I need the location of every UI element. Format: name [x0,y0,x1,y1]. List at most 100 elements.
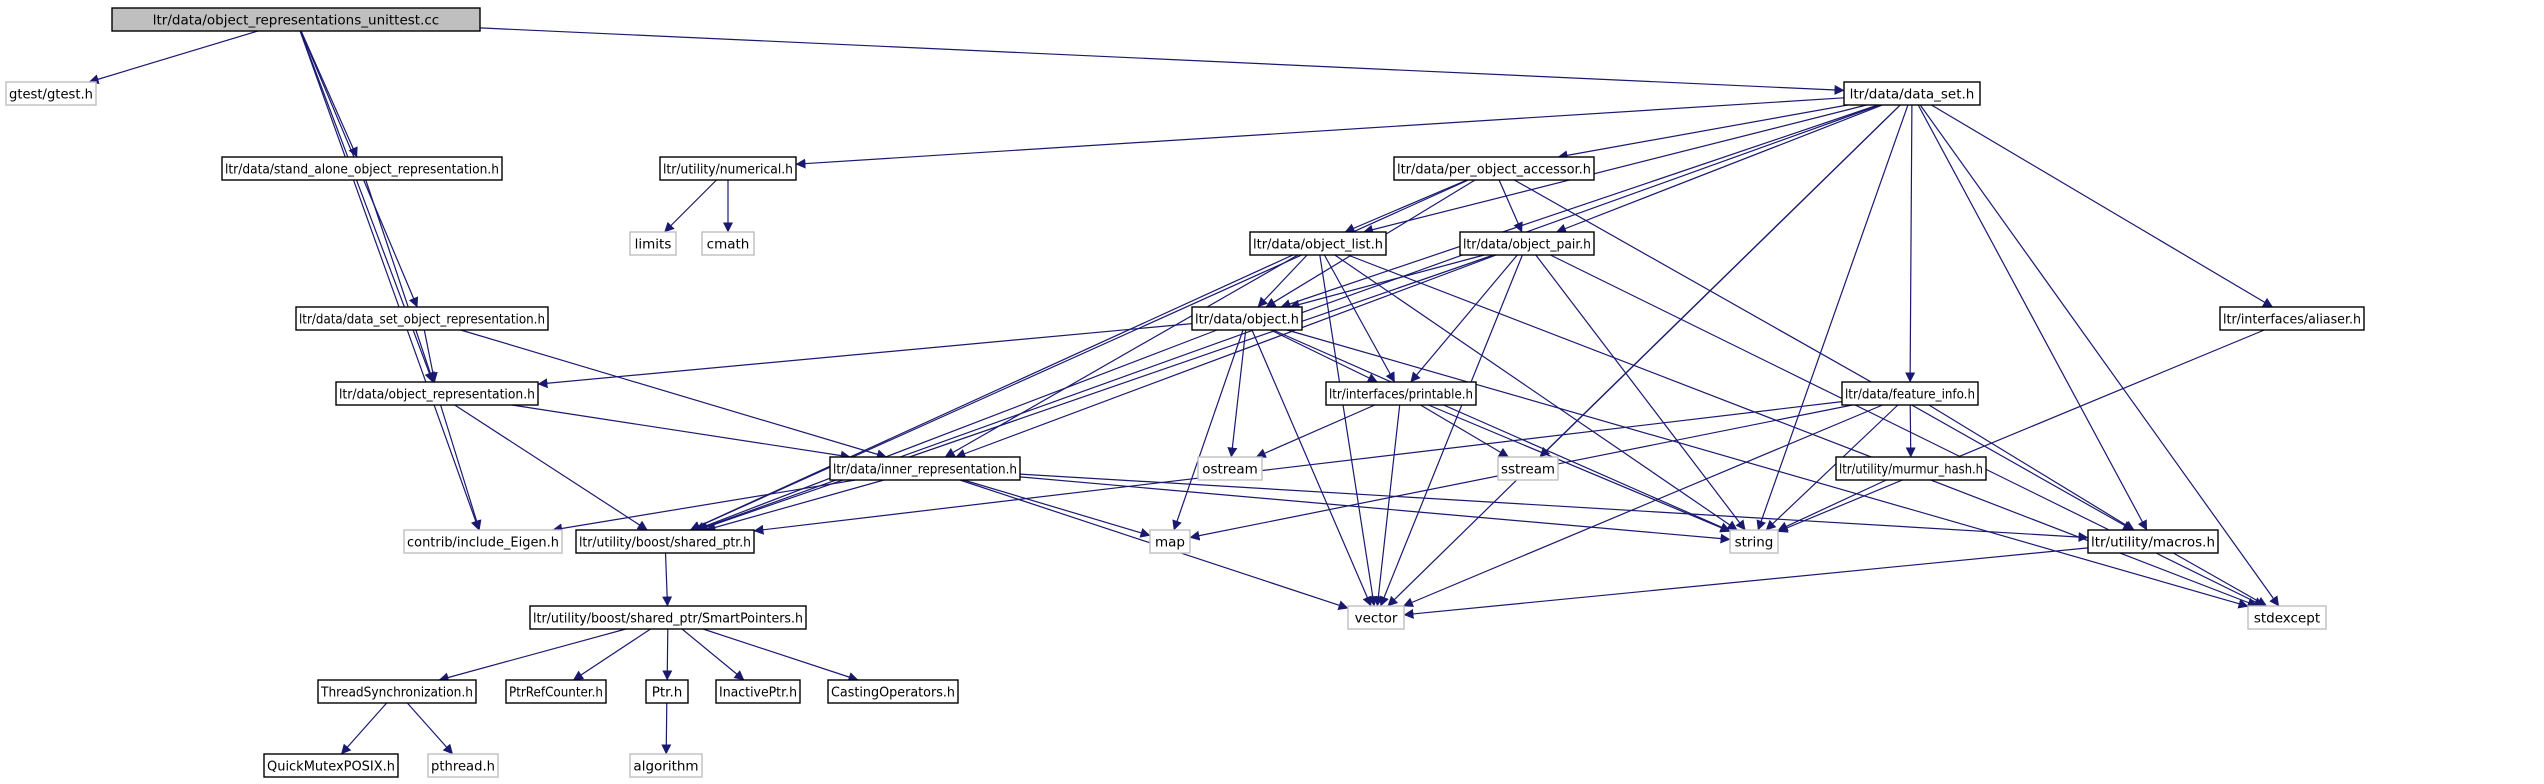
node-data-set[interactable]: ltr/data/data_set.h [1843,81,1981,106]
node-per-object[interactable]: ltr/data/per_object_accessor.h [1393,156,1595,181]
edge-ptr-to-algorithm [661,702,672,755]
edge-per_object-to-object_list [1344,179,1468,233]
node-object-list[interactable]: ltr/data/object_list.h [1249,231,1387,256]
node-box [2087,529,2219,554]
node-shared-ptr[interactable]: ltr/utility/boost/shared_ptr.h [575,529,755,554]
edge-numerical-to-limits [664,179,717,233]
edge-thread_sync-to-pthread [406,702,454,755]
edge-stand_alone-to-object_rep [365,179,435,383]
node-object[interactable]: ltr/data/object.h [1191,306,1303,331]
node-map[interactable]: map [1149,529,1191,554]
edge-object_pair-to-object [1289,254,1485,310]
node-quick-mutex[interactable]: QuickMutexPOSIX.h [263,753,399,778]
edge-object-to-map [1172,329,1244,531]
edge-root-to-stand_alone [300,30,358,158]
edge-object_pair-to-inner_rep [955,254,1497,459]
node-ostream[interactable]: ostream [1197,456,1263,481]
node-smart-pointers[interactable]: ltr/utility/boost/shared_ptr/SmartPointe… [529,605,807,630]
node-algorithm[interactable]: algorithm [629,753,703,778]
edge-smart_pointers-to-ptr [662,628,673,681]
edge-object-to-stdexcept [1286,329,2249,609]
node-label: ltr/data/object_representations_unittest… [153,13,439,29]
node-thread-sync[interactable]: ThreadSynchronization.h [317,679,477,704]
node-label: limits [635,237,672,253]
node-cmath[interactable]: cmath [701,231,755,256]
node-label: ltr/data/object_pair.h [1463,237,1591,253]
node-murmur[interactable]: ltr/utility/murmur_hash.h [1835,456,1987,481]
node-object-pair[interactable]: ltr/data/object_pair.h [1459,231,1595,256]
edge-per_object-to-object_pair [1498,179,1523,233]
edge-object-to-ostream [1227,329,1247,458]
node-string[interactable]: string [1729,529,1779,554]
edge-printable-to-vector [1373,404,1401,607]
node-ptr-ref-counter[interactable]: PtrRefCounter.h [505,679,607,704]
edge-object_list-to-vector [1319,254,1378,607]
node-box [295,306,549,331]
node-label: QuickMutexPOSIX.h [267,759,395,775]
node-macros[interactable]: ltr/utility/macros.h [2087,529,2219,554]
node-box [1729,529,1779,554]
node-aliaser[interactable]: ltr/interfaces/aliaser.h [2219,306,2365,331]
node-label: ltr/utility/boost/shared_ptr/SmartPointe… [533,611,803,627]
edge-smart_pointers-to-casting_ops [702,628,859,682]
edge-data_set-to-numerical [795,97,1845,169]
node-label: Ptr.h [652,685,683,701]
node-feature-info[interactable]: ltr/data/feature_info.h [1841,381,1979,406]
node-limits[interactable]: limits [629,231,677,256]
node-box [1835,456,1987,481]
edge-data_set-to-object_pair [1556,104,1883,234]
edge-feature_info-to-vector [1402,404,1883,607]
edge-object_pair-to-printable [1410,254,1518,383]
node-label: PtrRefCounter.h [509,685,603,701]
node-sstream[interactable]: sstream [1497,456,1559,481]
node-inactive-ptr[interactable]: InactivePtr.h [715,679,801,704]
node-pthread[interactable]: pthread.h [427,753,499,778]
node-label: ltr/utility/macros.h [2091,535,2215,551]
edge-object_rep-to-inner_rep [511,404,851,461]
node-stdexcept[interactable]: stdexcept [2247,605,2327,630]
node-data-set-obj-rep[interactable]: ltr/data/data_set_object_representation.… [295,306,549,331]
node-label: gtest/gtest.h [9,87,93,103]
node-label: ltr/data/inner_representation.h [833,462,1017,478]
node-box [629,753,703,778]
edges-layer [88,27,2280,755]
edge-smart_pointers-to-thread_sync [438,628,627,683]
node-box [829,456,1021,481]
node-box [2219,306,2365,331]
node-box [5,81,97,106]
node-label: ltr/data/per_object_accessor.h [1397,162,1591,178]
node-gtest[interactable]: gtest/gtest.h [5,81,97,106]
edge-object_list-to-printable [1323,254,1396,383]
node-casting-ops[interactable]: CastingOperators.h [827,679,959,704]
edge-root-to-gtest [88,30,259,85]
edge-smart_pointers-to-inactive_ptr [681,628,745,681]
node-root[interactable]: ltr/data/object_representations_unittest… [111,7,481,32]
node-box [335,381,539,406]
node-box [1497,456,1559,481]
node-label: pthread.h [431,759,495,775]
edge-root-to-eigen [299,30,481,531]
node-printable[interactable]: ltr/interfaces/printable.h [1325,381,1477,406]
node-box [1197,456,1263,481]
node-inner-rep[interactable]: ltr/data/inner_representation.h [829,456,1021,481]
node-box [1459,231,1595,256]
node-stand-alone[interactable]: ltr/data/stand_alone_object_representati… [221,156,503,181]
edge-data_set-to-string [1756,104,1909,531]
edge-data_set-to-vector [1387,104,1901,607]
edge-data_set_obj_rep-to-object_rep [423,329,438,383]
node-label: contrib/include_Eigen.h [407,535,559,551]
edge-object-to-string [1272,329,1731,532]
edge-thread_sync-to-quick_mutex [340,702,388,755]
edge-murmur-to-string [1777,479,1887,531]
node-label: ltr/data/object_list.h [1253,237,1383,253]
node-numerical[interactable]: ltr/utility/numerical.h [659,156,797,181]
node-box [1843,81,1981,106]
edge-smart_pointers-to-ptr_ref_counter [572,628,651,681]
node-box [317,679,477,704]
node-object-rep[interactable]: ltr/data/object_representation.h [335,381,539,406]
node-eigen[interactable]: contrib/include_Eigen.h [403,529,563,554]
node-box [111,7,481,32]
node-vector[interactable]: vector [1347,605,1405,630]
node-ptr[interactable]: Ptr.h [645,679,689,704]
edge-feature_info-to-macros [1928,404,2135,531]
